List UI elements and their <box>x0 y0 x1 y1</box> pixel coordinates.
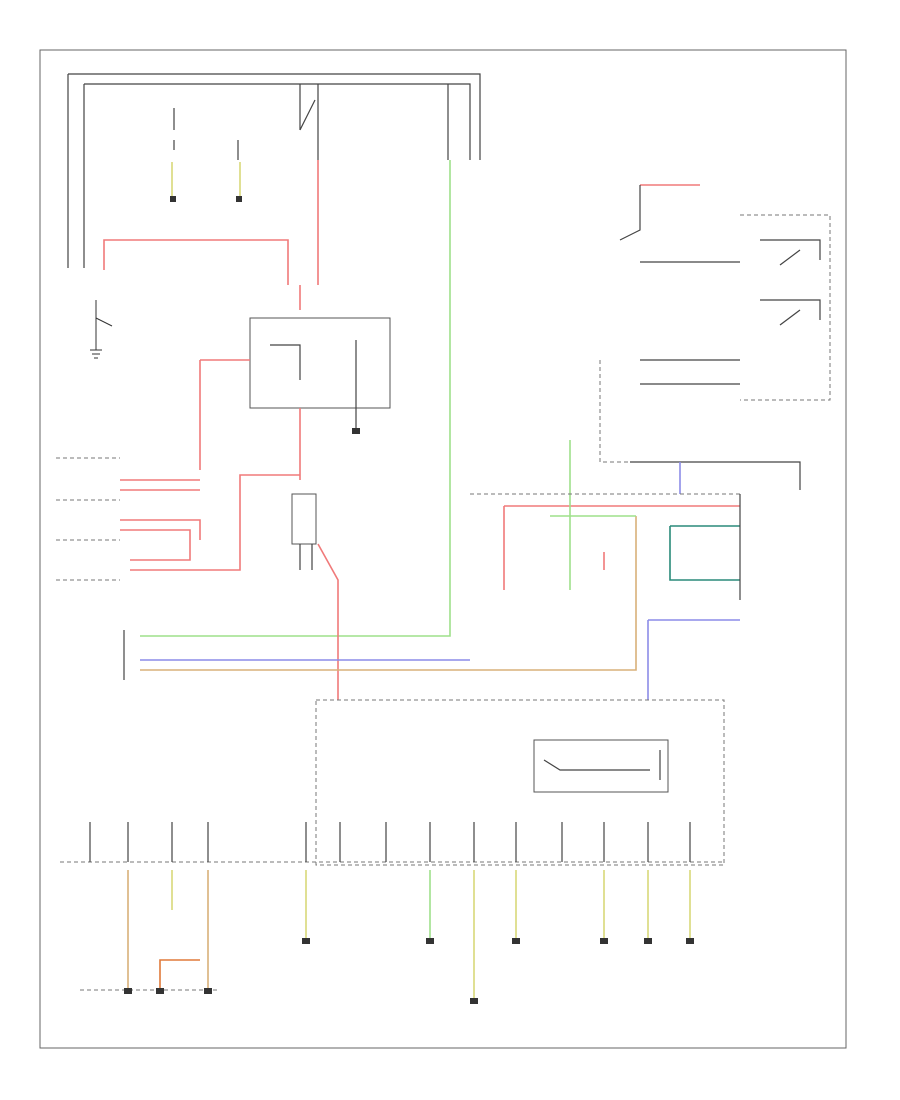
right-middle-harness <box>470 440 801 700</box>
ground-symbol-left <box>90 300 113 359</box>
relay-box-center <box>199 317 391 480</box>
green-signal-wire <box>140 160 451 637</box>
data-lines-bottom <box>123 516 637 680</box>
fuse-block-main <box>60 699 725 866</box>
module-center <box>291 493 339 700</box>
red-wire-harness-top <box>103 160 319 310</box>
diagram-frame <box>39 49 847 1049</box>
fuse-drops <box>89 822 691 862</box>
fuse-group-top <box>170 108 242 202</box>
left-red-loops <box>56 457 300 581</box>
right-switch-block <box>599 184 831 463</box>
top-power-bus <box>67 73 481 268</box>
load-connectors-bottom <box>80 870 694 1004</box>
